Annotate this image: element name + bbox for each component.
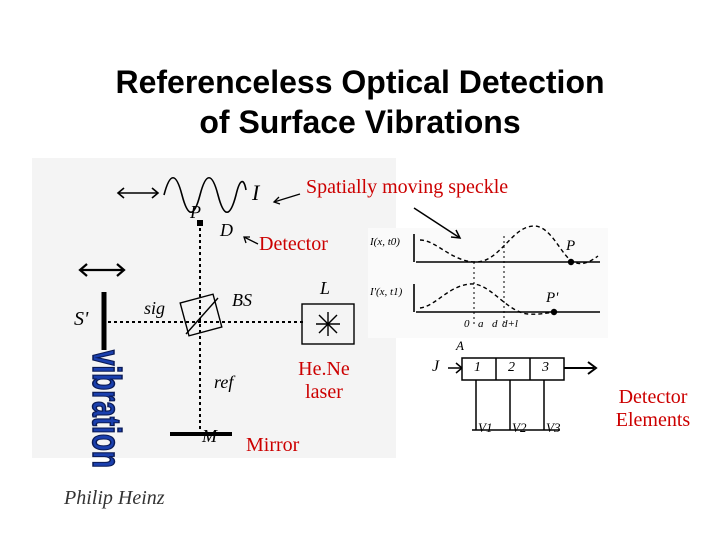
point-p bbox=[567, 258, 575, 266]
label-bs: BS bbox=[232, 290, 252, 310]
speckle-label: Spatially moving speckle bbox=[306, 176, 509, 198]
graph-label-p-prime: P' bbox=[546, 290, 559, 306]
laser-label: He.Ne laser bbox=[296, 358, 352, 404]
graph-tick-d: d bbox=[492, 318, 498, 330]
graph-tick-d-plus-l: d+l bbox=[502, 318, 518, 330]
detector-input-j: J bbox=[432, 358, 440, 375]
detector-label: Detector bbox=[259, 233, 328, 255]
mirror-label: Mirror bbox=[246, 434, 300, 456]
top-vibration-arrow bbox=[116, 187, 160, 199]
title-line-1: Referenceless Optical Detection bbox=[115, 64, 605, 100]
voltage-v3: V3 bbox=[546, 420, 561, 435]
title-line-2: of Surface Vibrations bbox=[199, 104, 521, 140]
label-i: I bbox=[252, 180, 260, 205]
detector-elements-line-1: Detector bbox=[618, 386, 688, 408]
slide-title: Referenceless Optical Detection of Surfa… bbox=[0, 62, 720, 142]
author-name: Philip Heinz bbox=[64, 487, 165, 509]
setup-panel-background bbox=[32, 158, 396, 458]
graph-tick-lines bbox=[473, 236, 505, 324]
beam-splitter bbox=[179, 293, 223, 337]
label-d: D bbox=[220, 220, 233, 240]
voltage-v2: V2 bbox=[512, 420, 527, 435]
graph-bottom bbox=[413, 283, 600, 315]
graph-label-i-bottom: I'(x, t1) bbox=[370, 286, 403, 298]
vibration-logo: vibration bbox=[83, 349, 129, 469]
label-s-prime: S' bbox=[74, 308, 89, 330]
label-ref: ref bbox=[214, 372, 234, 392]
label-m: M bbox=[202, 426, 217, 446]
point-p-prime bbox=[550, 308, 558, 316]
label-p: P bbox=[190, 202, 201, 222]
detector-elements-label: Detector Elements bbox=[606, 386, 700, 432]
intensity-wave bbox=[163, 176, 247, 214]
voltage-v1: V1 bbox=[478, 420, 493, 435]
laser-source bbox=[301, 303, 355, 345]
label-l: L bbox=[320, 278, 331, 298]
laser-label-line-1: He.Ne bbox=[298, 358, 350, 380]
detector-element-3: 3 bbox=[542, 360, 549, 375]
detector-pointer bbox=[243, 236, 259, 245]
graph-tick-0: 0 bbox=[464, 318, 470, 330]
detector-element-1: 1 bbox=[474, 360, 481, 375]
detector-point bbox=[197, 220, 203, 226]
graph-label-a: A bbox=[456, 338, 464, 353]
graph-label-p: P bbox=[566, 238, 576, 254]
detector-element-2: 2 bbox=[508, 360, 515, 375]
laser-label-line-2: laser bbox=[305, 381, 343, 403]
graph-label-i-top: I(x, t0) bbox=[370, 236, 400, 248]
detector-array bbox=[448, 357, 598, 431]
logo-text: vibration bbox=[84, 350, 128, 468]
speckle-graph-pointer bbox=[413, 207, 462, 239]
graph-panel-background bbox=[368, 228, 608, 338]
side-vibration-arrow bbox=[78, 263, 126, 277]
detector-elements-line-2: Elements bbox=[615, 409, 691, 431]
graph-tick-a: a bbox=[478, 318, 484, 330]
speckle-pointer bbox=[272, 193, 301, 205]
label-sig: sig bbox=[144, 298, 166, 318]
